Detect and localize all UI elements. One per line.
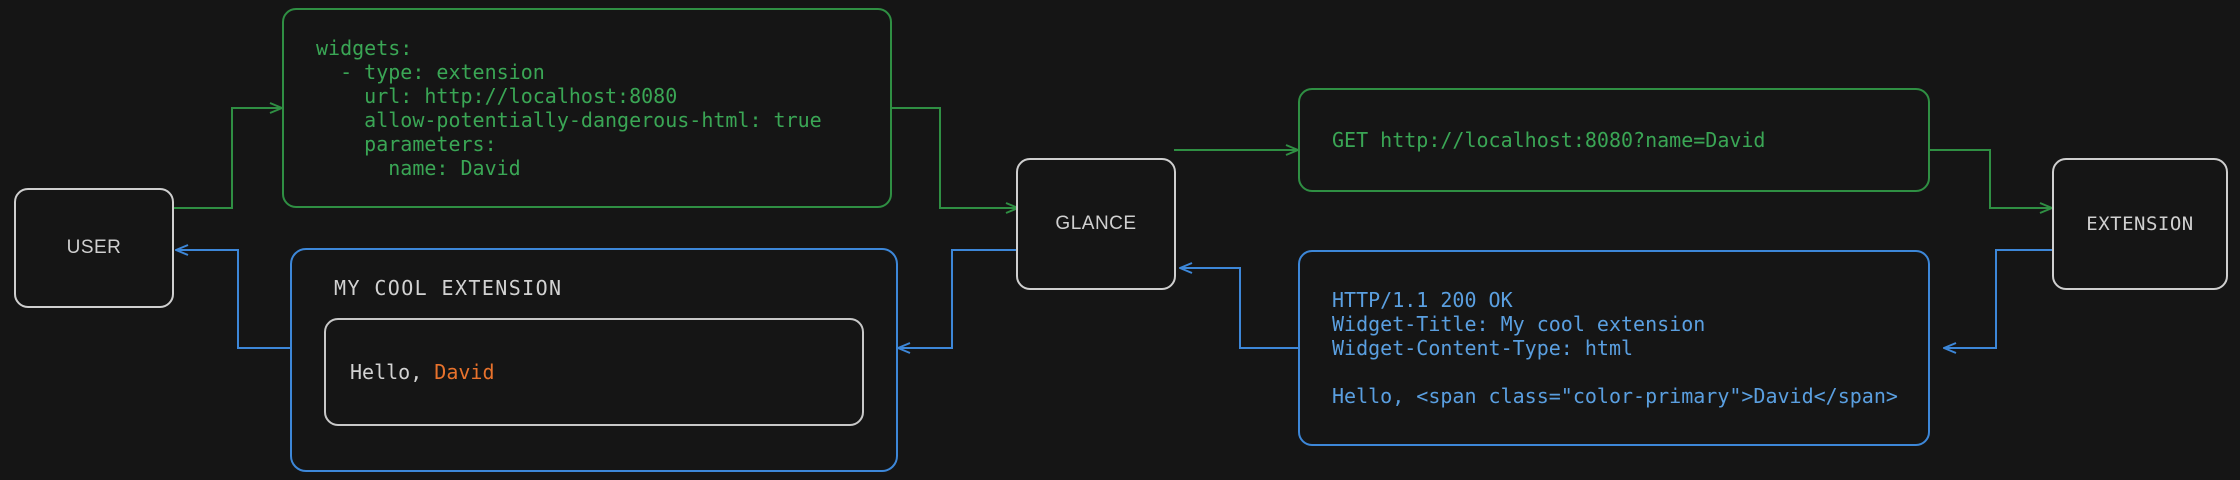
http-response-text: HTTP/1.1 200 OK Widget-Title: My cool ex… [1332,288,1898,408]
wire-request-to-extension [1930,149,2052,208]
wire-config-to-glance [892,107,1018,208]
wire-widget-to-user [176,250,290,349]
widget-preview-body: Hello, David [324,318,864,426]
widget-preview-title: MY COOL EXTENSION [334,276,563,300]
http-request-text: GET http://localhost:8080?name=David [1332,128,1766,152]
node-extension-label: EXTENSION [2086,213,2194,235]
node-glance-label: GLANCE [1055,213,1137,234]
wire-user-to-config [172,108,282,209]
config-yaml-text: widgets: - type: extension url: http://l… [316,36,822,180]
widget-greeting-prefix: Hello, [350,360,435,384]
node-user-label: USER [66,237,122,258]
wire-extension-to-response [1944,249,2052,348]
node-glance[interactable]: GLANCE [1016,158,1176,290]
node-extension[interactable]: EXTENSION [2052,158,2228,290]
widget-preview-card: MY COOL EXTENSION Hello, David [290,248,898,472]
config-yaml-box: widgets: - type: extension url: http://l… [282,8,892,208]
wire-response-to-glance [1180,268,1298,349]
widget-greeting-name: David [434,360,495,384]
node-user[interactable]: USER [14,188,174,308]
http-request-box: GET http://localhost:8080?name=David [1298,88,1930,192]
wire-glance-to-widget [898,249,1018,348]
http-response-box: HTTP/1.1 200 OK Widget-Title: My cool ex… [1298,250,1930,446]
